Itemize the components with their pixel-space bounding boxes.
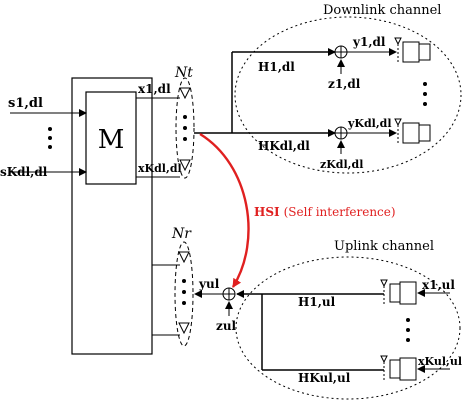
input-label-last: sKdl,dl [0, 165, 48, 179]
tx-antenna-icon-first [179, 87, 191, 100]
self-interference: HSI (Self interference) [199, 132, 396, 288]
precoder-block [85, 91, 137, 185]
tx-antenna-count: Nt [174, 65, 193, 81]
self-interference-text: (Self interference) [284, 205, 396, 219]
input-label-first: s1,dl [8, 96, 43, 111]
uplink-input-label-first: x1,ul [422, 278, 455, 292]
downlink-ellipse [234, 16, 462, 174]
uplink-noise-label: zul [216, 319, 237, 333]
rx-antenna-ellipsis [182, 279, 186, 305]
base-station-box [71, 77, 153, 355]
downlink-channel-label-first: H1,dl [258, 60, 295, 74]
downlink-title: Downlink channel [323, 3, 441, 18]
tx-antenna-icon-last [179, 159, 191, 172]
rx-antenna-icon-last [178, 322, 190, 335]
rx-antenna-icon-first [178, 251, 190, 264]
uplink-ellipse [235, 256, 461, 400]
uplink-channel-label-first: H1,ul [298, 295, 336, 309]
downlink-noise-label-first: z1,dl [328, 77, 361, 91]
rx-antenna-count: Nr [171, 226, 192, 242]
tx-antenna-ellipse [175, 77, 195, 179]
tx-antenna-array: Nt [174, 65, 195, 179]
downlink-sum-first [334, 45, 348, 59]
base-station: M s1,dl sKdl,dl x1,dl xKdl,dl [0, 77, 182, 355]
downlink-user-device-last [394, 118, 431, 144]
downlink-user-device-first [394, 37, 431, 63]
uplink-user-device-first [380, 279, 417, 306]
downlink-channel: Downlink channel H1,dl HKdl,dl z1,dl zKd… [194, 3, 462, 174]
output-label-last: xKdl,dl [138, 162, 182, 175]
downlink-sum-last [334, 126, 348, 140]
uplink-user-device-last [380, 355, 417, 382]
rx-antenna-array: Nr [171, 226, 194, 347]
user-antenna-icon [380, 279, 388, 288]
user-antenna-icon [394, 37, 402, 46]
downlink-channel-label-last: HKdl,dl [258, 139, 310, 153]
self-interference-label: HSI (Self interference) [254, 205, 396, 219]
uplink-output-label: yul [198, 277, 220, 291]
downlink-user-ellipsis [423, 82, 427, 106]
downlink-output-label-last: yKdl,dl [347, 117, 392, 130]
input-ellipsis [48, 127, 52, 149]
precoder-label: M [98, 125, 125, 155]
user-antenna-icon [380, 355, 388, 364]
self-interference-arrow [199, 132, 250, 288]
rx-antenna-ellipse [174, 241, 194, 347]
downlink-noise-label-last: zKdl,dl [320, 158, 363, 171]
downlink-output-label-first: y1,dl [352, 35, 386, 49]
uplink-user-ellipsis [406, 318, 410, 342]
uplink-title: Uplink channel [334, 239, 434, 254]
uplink-input-label-last: xKul,ul [418, 355, 462, 368]
user-antenna-icon [394, 118, 402, 127]
output-label-first: x1,dl [138, 82, 171, 96]
uplink-sum [222, 287, 236, 301]
self-interference-symbol: HSI [254, 205, 280, 219]
tx-antenna-ellipsis [183, 115, 187, 141]
uplink-channel: Uplink channel zul yul H1,ul HKul,ul [194, 239, 462, 400]
uplink-channel-label-last: HKul,ul [298, 371, 351, 385]
